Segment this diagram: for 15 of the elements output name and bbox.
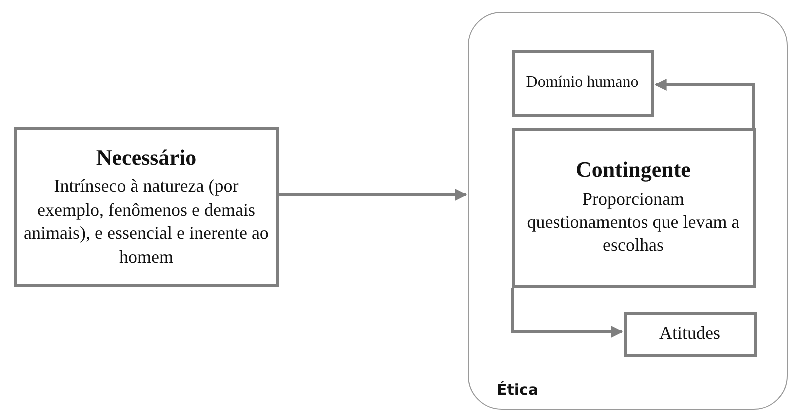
arrow: [512, 288, 624, 338]
box-heading: Necessário: [96, 145, 197, 172]
text-box: [512, 128, 756, 288]
group-container: [468, 12, 788, 410]
arrow: [279, 189, 468, 201]
text-box: [512, 50, 654, 116]
box-heading: Contingente: [576, 157, 691, 184]
box-description: Intrínseco à natureza (por exemplo, fenômenos e demais animais), e essencial e inerente ao homem: [23, 175, 270, 269]
arrow: [654, 79, 756, 128]
text-box: [14, 127, 279, 287]
box-description: Proporcionam questionamentos que levam a escolhas: [526, 188, 741, 258]
group-title: Ética: [497, 381, 539, 399]
text-box: [624, 312, 756, 356]
box-label: Domínio humano: [526, 72, 639, 93]
box-label: Atitudes: [660, 322, 720, 346]
